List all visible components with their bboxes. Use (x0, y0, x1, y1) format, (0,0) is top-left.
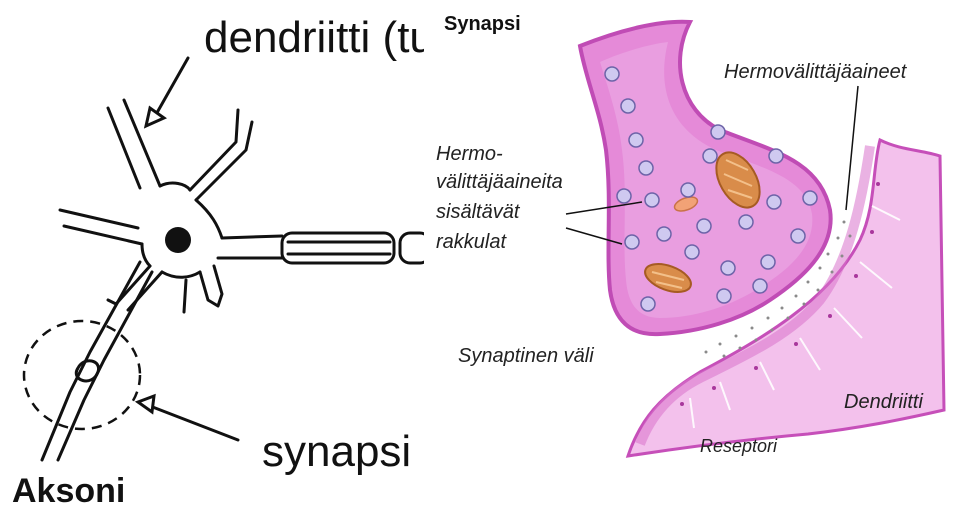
soma (140, 181, 224, 279)
myelin-sheath-1 (280, 231, 396, 265)
axon-down (40, 260, 154, 462)
myelin-inner-lines (286, 240, 392, 256)
synapse-title: Synapsi (444, 13, 521, 35)
dendrite-lower (182, 264, 224, 314)
dendrite-membrane-inner (635, 145, 875, 446)
synapse-knot (74, 359, 101, 383)
dendrite-dots (680, 182, 880, 406)
synapse-highlight-circle (22, 319, 142, 431)
neurotransmitter-dots (704, 220, 852, 358)
cleft-label: Synaptinen väli (458, 345, 594, 367)
axon-right (216, 234, 284, 260)
dendrite-label-right: Dendriitti (844, 391, 923, 413)
dendrite-upper-right (188, 108, 254, 202)
synapse-arrow (134, 393, 240, 442)
dendrite-upper (106, 98, 162, 190)
vesicles-label-line1: Hermo- (436, 143, 503, 165)
vesicles-label-line3: sisältävät (436, 201, 521, 223)
mitochondria (644, 151, 761, 293)
neurotransmitters-label: Hermovälittäjäaineet (724, 61, 908, 83)
axon-label: Aksoni (12, 472, 125, 506)
leader-lines (565, 85, 859, 245)
dendrite-label: dendriitti (tu (204, 13, 434, 62)
vesicles-label-line4: rakkulat (436, 231, 507, 253)
dendrite-left (58, 208, 144, 246)
synapse-label: synapsi (262, 427, 411, 476)
nucleus (165, 227, 191, 253)
axon-terminal-inner (600, 42, 813, 318)
vesicles-label-line2: välittäjäaineita (436, 171, 563, 193)
neuron-sketch (40, 98, 432, 462)
receptors (689, 205, 901, 429)
receptor-label: Reseptori (700, 436, 778, 456)
dendrite-arrow (143, 56, 190, 129)
panel-divider-gap (424, 0, 432, 506)
vesicles (604, 66, 818, 312)
